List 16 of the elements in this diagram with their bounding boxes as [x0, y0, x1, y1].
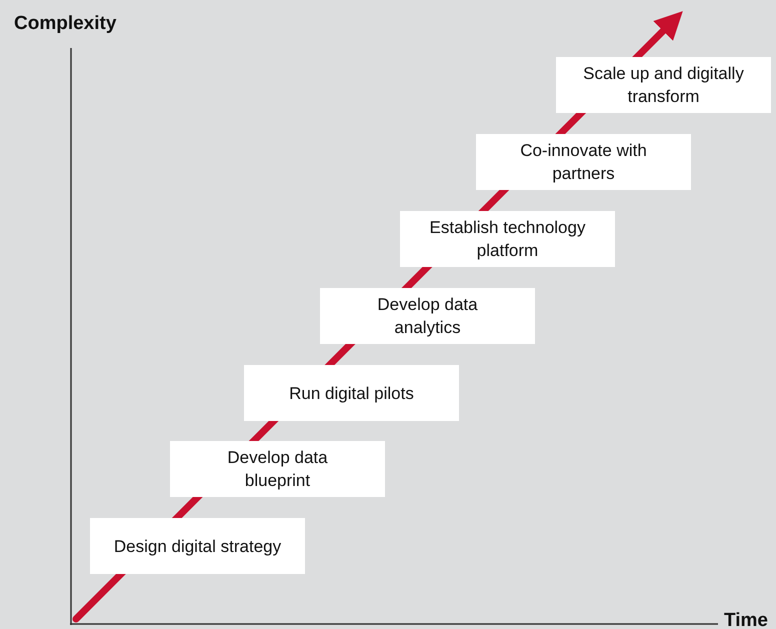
step-label: Develop data blueprint — [226, 447, 329, 492]
step-label: Design digital strategy — [114, 536, 282, 558]
step-box — [320, 288, 535, 344]
step-box — [90, 518, 305, 574]
step-label: Run digital pilots — [289, 382, 414, 404]
step-label: Scale up and digitally transform — [582, 63, 745, 108]
step-label: Establish technology platform — [428, 217, 586, 262]
step-label: Develop data analytics — [376, 294, 479, 339]
step-label: Co-innovate with partners — [519, 140, 648, 185]
step-box — [556, 57, 771, 113]
step-box — [244, 365, 459, 421]
axis-label: Time — [724, 611, 768, 629]
step-box — [400, 211, 615, 267]
step-box — [170, 441, 385, 497]
axis-label: Complexity — [14, 14, 116, 33]
step-box — [476, 134, 691, 190]
